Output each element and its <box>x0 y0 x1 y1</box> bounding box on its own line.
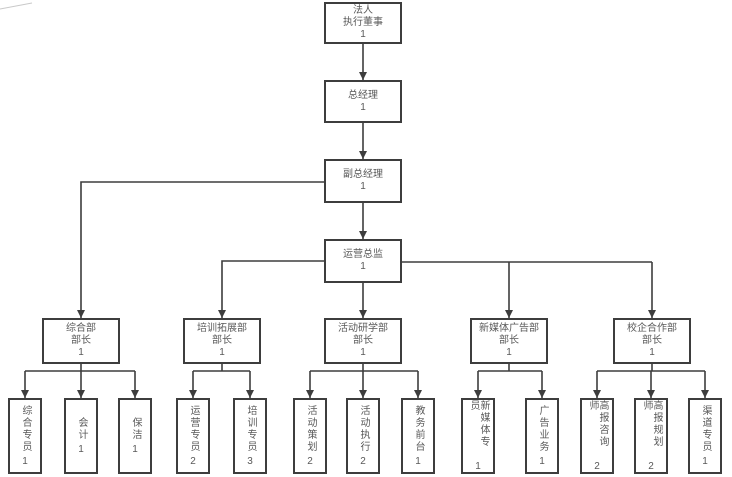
node-title: 执行董事 <box>343 17 383 28</box>
dept-role: 部长 <box>212 335 232 346</box>
leaf-name: 会计 <box>76 417 87 441</box>
dept-name: 校企合作部 <box>627 323 677 334</box>
leaf-event-planning[interactable]: 活动策划 2 <box>293 398 327 474</box>
node-deputy-general-manager[interactable]: 副总经理 1 <box>324 159 402 203</box>
leaf-count: 2 <box>307 456 313 467</box>
leaf-new-media-specialist[interactable]: 新媒体专员 1 <box>461 398 495 474</box>
leaf-count: 1 <box>539 456 545 467</box>
dept-activity-research[interactable]: 活动研学部 部长 1 <box>324 318 402 364</box>
leaf-channel-specialist[interactable]: 渠道专员 1 <box>688 398 722 474</box>
dept-general-affairs[interactable]: 综合部 部长 1 <box>42 318 120 364</box>
leaf-count: 2 <box>190 456 196 467</box>
dept-role: 部长 <box>71 335 91 346</box>
leaf-name: 高报咨询师 <box>587 400 608 448</box>
leaf-count: 1 <box>22 456 28 467</box>
dept-count: 1 <box>649 347 655 358</box>
node-legal-representative[interactable]: 法人 执行董事 1 <box>324 2 402 44</box>
node-general-manager[interactable]: 总经理 1 <box>324 80 402 123</box>
leaf-advertising-business[interactable]: 广告业务 1 <box>525 398 559 474</box>
leaf-name: 活动策划 <box>305 405 316 453</box>
leaf-cleaner[interactable]: 保洁 1 <box>118 398 152 474</box>
dept-count: 1 <box>506 347 512 358</box>
dept-count: 1 <box>78 347 84 358</box>
leaf-name: 新媒体专员 <box>468 400 489 448</box>
leaf-count: 1 <box>702 456 708 467</box>
leaf-event-execution[interactable]: 活动执行 2 <box>346 398 380 474</box>
node-title: 法人 <box>353 5 373 16</box>
leaf-name: 保洁 <box>130 417 141 441</box>
leaf-gaokao-planner[interactable]: 高报规划师 2 <box>634 398 668 474</box>
dept-name: 培训拓展部 <box>197 323 247 334</box>
leaf-count: 2 <box>594 461 600 472</box>
leaf-name: 培训专员 <box>245 405 256 453</box>
dept-name: 活动研学部 <box>338 323 388 334</box>
leaf-name: 活动执行 <box>358 405 369 453</box>
dept-name: 综合部 <box>66 323 96 334</box>
leaf-general-specialist[interactable]: 综合专员 1 <box>8 398 42 474</box>
leaf-academic-front-desk[interactable]: 教务前台 1 <box>401 398 435 474</box>
leaf-count: 1 <box>132 444 138 455</box>
node-operations-director[interactable]: 运营总监 1 <box>324 239 402 283</box>
leaf-accountant[interactable]: 会计 1 <box>64 398 98 474</box>
leaf-name: 高报规划师 <box>641 400 662 448</box>
leaf-count: 2 <box>360 456 366 467</box>
node-count: 1 <box>360 181 366 192</box>
connector-group <box>0 2 709 398</box>
leaf-operations-specialist[interactable]: 运营专员 2 <box>176 398 210 474</box>
leaf-gaokao-consultant[interactable]: 高报咨询师 2 <box>580 398 614 474</box>
dept-school-enterprise-cooperation[interactable]: 校企合作部 部长 1 <box>613 318 691 364</box>
dept-count: 1 <box>360 347 366 358</box>
dept-name: 新媒体广告部 <box>479 323 539 334</box>
leaf-name: 运营专员 <box>188 405 199 453</box>
leaf-name: 广告业务 <box>537 405 548 453</box>
leaf-name: 教务前台 <box>413 405 424 453</box>
leaf-name: 综合专员 <box>20 405 31 453</box>
node-count: 1 <box>360 261 366 272</box>
leaf-count: 1 <box>78 444 84 455</box>
dept-role: 部长 <box>499 335 519 346</box>
leaf-count: 2 <box>648 461 654 472</box>
leaf-count: 1 <box>475 461 481 472</box>
leaf-training-specialist[interactable]: 培训专员 3 <box>233 398 267 474</box>
leaf-name: 渠道专员 <box>700 405 711 453</box>
dept-role: 部长 <box>353 335 373 346</box>
stray-diagonal-mark <box>0 2 33 10</box>
dept-role: 部长 <box>642 335 662 346</box>
node-count: 1 <box>360 101 366 113</box>
node-count: 1 <box>360 29 366 40</box>
node-title: 总经理 <box>348 89 378 101</box>
dept-training-expansion[interactable]: 培训拓展部 部长 1 <box>183 318 261 364</box>
dept-new-media-advertising[interactable]: 新媒体广告部 部长 1 <box>470 318 548 364</box>
dept-count: 1 <box>219 347 225 358</box>
node-title: 副总经理 <box>343 169 383 180</box>
node-title: 运营总监 <box>343 249 383 260</box>
leaf-count: 1 <box>415 456 421 467</box>
leaf-count: 3 <box>247 456 253 467</box>
